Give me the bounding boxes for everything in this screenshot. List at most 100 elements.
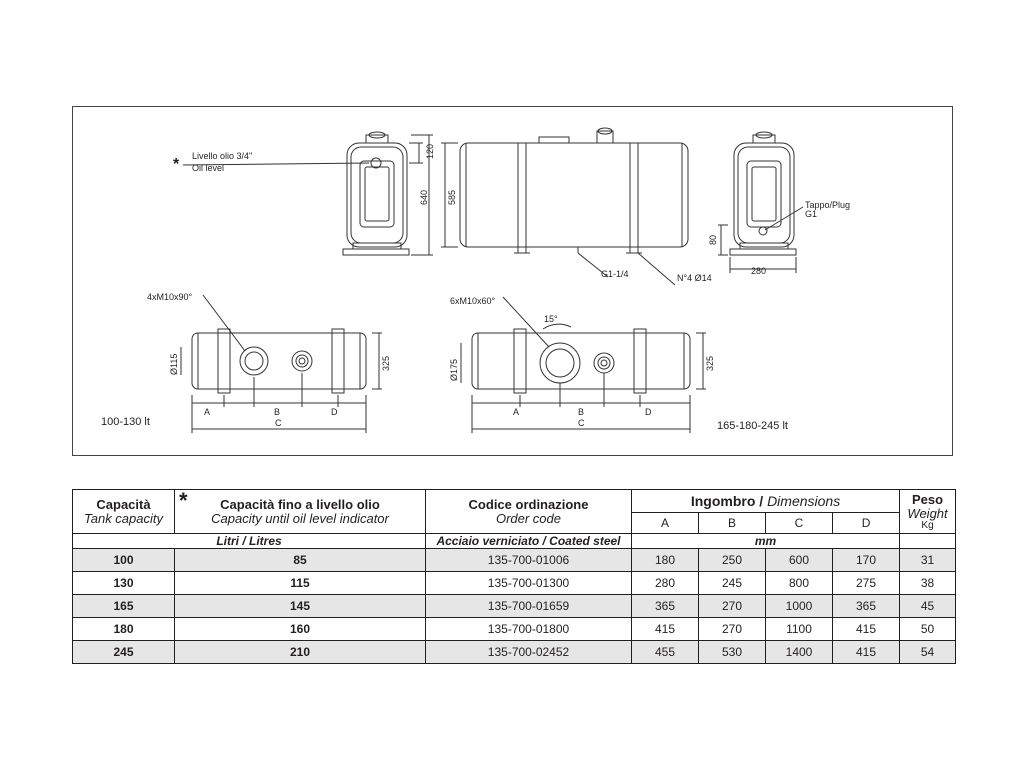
header-capacity-it: Capacità [96, 497, 151, 512]
header-code-en: Order code [495, 511, 562, 526]
angle-label: 15° [544, 314, 558, 324]
left-letter-a: A [204, 407, 210, 417]
cell-a: 280 [631, 571, 699, 595]
cell-b: 250 [698, 548, 766, 572]
cell-d: 275 [831, 571, 901, 595]
cell-oil: 145 [174, 594, 426, 618]
g1-1-4-label: G1-1/4 [601, 269, 629, 279]
cell-capacity: 245 [72, 640, 175, 664]
right-letter-a: A [513, 407, 519, 417]
header-code: Codice ordinazione Order code [425, 489, 632, 534]
cell-c: 1400 [765, 640, 833, 664]
header-capacity: Capacità Tank capacity [72, 489, 175, 534]
cell-b: 245 [698, 571, 766, 595]
dim-80: 80 [708, 235, 718, 245]
header-oil: * Capacità fino a livello olio Capacity … [174, 488, 426, 534]
side-view-right [718, 131, 804, 273]
spec-table: Capacità Tank capacity * Capacità fino a… [72, 488, 957, 664]
dia-175: Ø175 [449, 359, 459, 381]
dim-325-left: 325 [381, 356, 391, 371]
holes-label: N°4 Ø14 [677, 273, 712, 283]
cell-weight: 45 [899, 594, 957, 618]
table-row: 165 145 135-700-01659 365 270 1000 365 4… [72, 594, 957, 618]
header-letter-b: B [698, 512, 766, 534]
header-weight-it: Peso [912, 491, 944, 507]
unit-litres: Litri / Litres [72, 533, 426, 549]
unit-row: Litri / Litres Acciaio verniciato / Coat… [72, 533, 957, 549]
right-letter-c: C [578, 418, 585, 428]
cell-c: 800 [765, 571, 833, 595]
cell-d: 170 [831, 548, 901, 572]
cell-capacity: 130 [72, 571, 175, 595]
left-letter-d: D [331, 407, 338, 417]
plug-size: G1 [805, 209, 817, 219]
header-letter-a: A [631, 512, 699, 534]
cell-a: 455 [631, 640, 699, 664]
dim-640: 640 [419, 190, 429, 205]
oil-level-label: Livello olio 3/4" [192, 151, 252, 161]
header-star: * [179, 488, 188, 513]
left-letter-c: C [275, 418, 282, 428]
header-capacity-en: Tank capacity [83, 511, 163, 526]
cell-c: 600 [765, 548, 833, 572]
right-letter-d: D [645, 407, 652, 417]
header-dims-en: Dimensions [767, 493, 841, 509]
plug-label: Tappo/Plug [805, 200, 850, 210]
cell-weight: 50 [899, 617, 957, 641]
header-weight-en: Weight [907, 505, 948, 521]
range-small-label: 100-130 lt [101, 416, 150, 428]
header-oil-en: Capacity until oil level indicator [211, 511, 389, 526]
header-dims: Ingombro / Dimensions [630, 489, 901, 513]
cell-c: 1100 [765, 617, 833, 641]
cell-weight: 38 [899, 571, 957, 595]
cell-weight: 31 [899, 548, 957, 572]
oil-level-label-en: Oil level [192, 163, 224, 173]
table-row: 180 160 135-700-01800 415 270 1100 415 5… [72, 617, 957, 641]
cell-code: 135-700-01659 [425, 594, 632, 618]
unit-blank [899, 533, 957, 549]
cell-d: 415 [831, 617, 901, 641]
header-row: Capacità Tank capacity * Capacità fino a… [72, 488, 957, 534]
bolt-large-label: 6xM10x60° [450, 296, 496, 306]
cell-weight: 54 [899, 640, 957, 664]
table-row: 245 210 135-700-02452 455 530 1400 415 5… [72, 640, 957, 664]
cell-a: 365 [631, 594, 699, 618]
cell-code: 135-700-01300 [425, 571, 632, 595]
cell-d: 415 [831, 640, 901, 664]
drawing-svg: * Livello olio 3/4" Oil level 120 640 58… [101, 127, 850, 433]
range-large-label: 165-180-245 lt [717, 420, 788, 432]
side-view-left [182, 131, 433, 256]
star-marker: * [173, 156, 180, 173]
header-letter-c: C [765, 512, 833, 534]
left-letter-b: B [274, 407, 280, 417]
dia-115: Ø115 [169, 354, 179, 375]
dim-325-right: 325 [705, 356, 715, 371]
header-weight: Peso Weight Kg [899, 489, 957, 534]
cell-capacity: 100 [72, 548, 175, 572]
cell-c: 1000 [765, 594, 833, 618]
table-row: 130 115 135-700-01300 280 245 800 275 38 [72, 571, 957, 595]
cell-oil: 85 [174, 548, 426, 572]
cell-b: 270 [698, 594, 766, 618]
technical-drawing: * Livello olio 3/4" Oil level 120 640 58… [72, 106, 953, 456]
cell-b: 530 [698, 640, 766, 664]
bolt-small-label: 4xM10x90° [147, 292, 193, 302]
front-view-top [441, 127, 689, 286]
unit-mm: mm [630, 533, 901, 549]
cell-code: 135-700-02452 [425, 640, 632, 664]
header-letter-d: D [831, 512, 901, 534]
cell-code: 135-700-01006 [425, 548, 632, 572]
cell-capacity: 180 [72, 617, 175, 641]
top-view-left [180, 294, 382, 433]
dim-280: 280 [751, 266, 766, 276]
dim-585: 585 [447, 190, 457, 205]
header-dims-it: Ingombro / [690, 493, 764, 509]
header-code-it: Codice ordinazione [468, 497, 589, 512]
cell-oil: 115 [174, 571, 426, 595]
cell-oil: 160 [174, 617, 426, 641]
cell-a: 180 [631, 548, 699, 572]
cell-b: 270 [698, 617, 766, 641]
cell-capacity: 165 [72, 594, 175, 618]
dim-120: 120 [425, 144, 435, 159]
header-oil-it: Capacità fino a livello olio [220, 497, 380, 512]
